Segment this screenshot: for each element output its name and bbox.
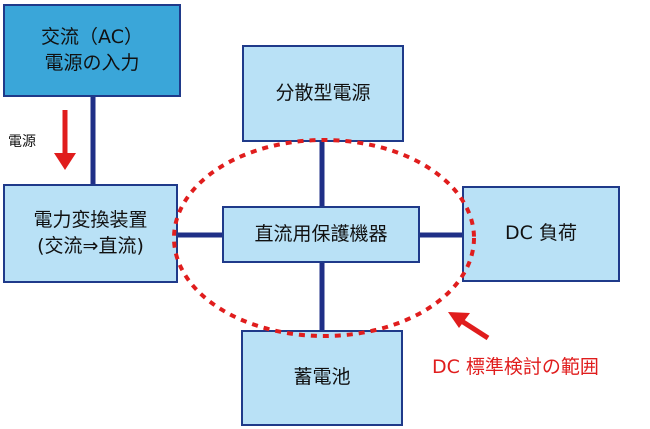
node-distributed-power: 分散型電源 bbox=[242, 45, 404, 142]
node-dc-load-label: DC 負荷 bbox=[505, 222, 577, 245]
node-dc-protection-label: 直流用保護機器 bbox=[254, 222, 388, 245]
node-ac-input: 交流（AC） 電源の入力 bbox=[3, 4, 181, 97]
node-power-converter-line1: 電力変換装置 bbox=[33, 208, 148, 231]
power-arrow-head bbox=[54, 153, 76, 170]
node-battery-label: 蓄電池 bbox=[293, 366, 351, 389]
node-dc-protection: 直流用保護機器 bbox=[222, 206, 420, 263]
power-arrow-label: 電源 bbox=[8, 134, 36, 150]
scope-label: DC 標準検討の範囲 bbox=[432, 356, 599, 378]
node-ac-input-line1: 交流（AC） bbox=[41, 25, 143, 48]
node-dc-load: DC 負荷 bbox=[462, 186, 620, 282]
node-power-converter-line2: (交流⇒直流) bbox=[37, 234, 144, 257]
node-ac-input-line2: 電源の入力 bbox=[44, 51, 140, 74]
node-power-converter: 電力変換装置 (交流⇒直流) bbox=[3, 184, 178, 283]
node-distributed-power-label: 分散型電源 bbox=[275, 81, 371, 104]
node-battery: 蓄電池 bbox=[241, 330, 403, 426]
scope-pointer-shaft bbox=[458, 317, 490, 341]
